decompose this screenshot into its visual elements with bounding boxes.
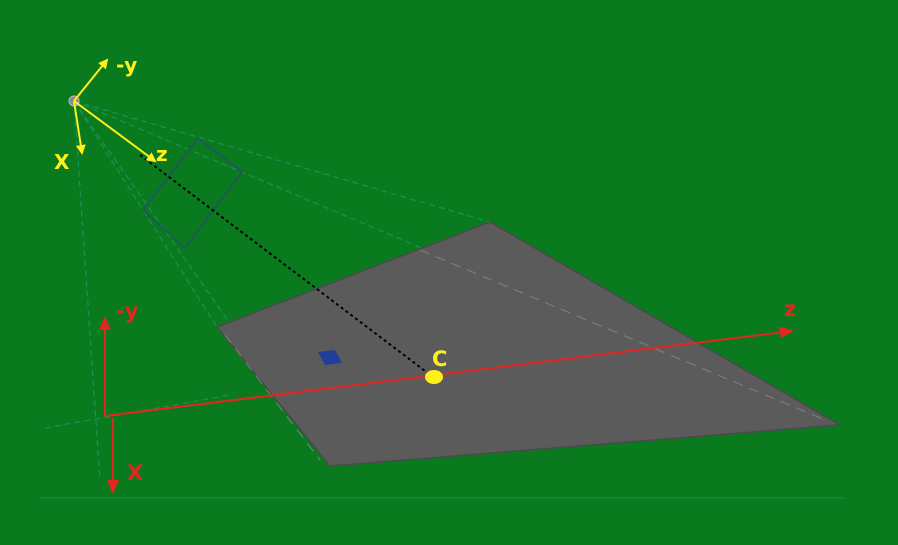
frustum-line-far-left	[73, 100, 101, 481]
world-axes	[99, 316, 794, 494]
point-c-label: C	[432, 347, 447, 371]
camera-x-label: X	[54, 150, 70, 174]
ground-plane	[215, 221, 843, 467]
camera-axes	[73, 58, 157, 163]
camera-z-axis	[73, 100, 157, 163]
camera-neg-y-label: -y	[116, 53, 137, 77]
plane-dashed-left	[224, 334, 321, 461]
world-x-label: X	[127, 461, 143, 485]
camera-z-label: z	[156, 142, 168, 166]
ground-marker	[318, 350, 342, 365]
frustum-line-top	[73, 100, 491, 223]
camera-x-axis	[73, 100, 86, 155]
projection-ray	[139, 154, 434, 378]
image-plane	[141, 136, 244, 250]
plane-frustum-overlay	[224, 249, 826, 461]
camera-neg-y-axis	[73, 58, 109, 102]
world-neg-y-label: -y	[116, 299, 139, 323]
world-z-label: z	[784, 297, 796, 321]
frustum-line-left	[73, 100, 218, 328]
plane-dashed-diagonal	[419, 249, 826, 421]
point-c-marker	[425, 370, 443, 384]
world-z-axis	[104, 326, 794, 417]
